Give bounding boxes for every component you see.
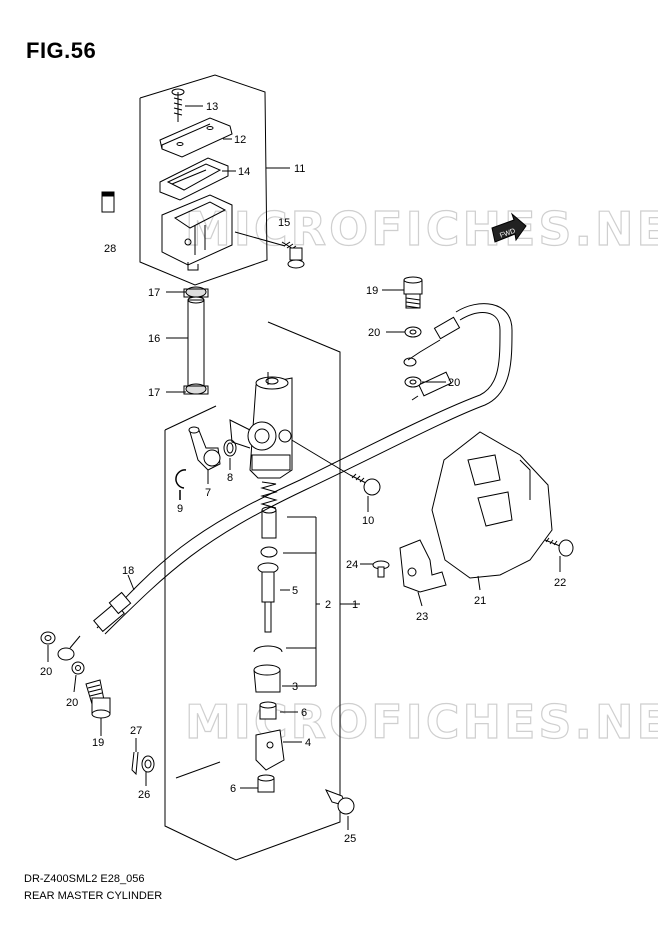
callout-23: 23 [416, 611, 428, 623]
callout-14: 14 [238, 166, 250, 178]
callout-10: 10 [362, 515, 374, 527]
banjo-bolt-icon-19-top [382, 276, 423, 309]
internal-parts [253, 481, 285, 793]
callout-19-top: 19 [366, 285, 378, 297]
callout-9: 9 [177, 503, 183, 515]
bracket-icon-23 [399, 539, 447, 607]
callout-2: 2 [325, 599, 331, 611]
callout-21: 21 [474, 595, 486, 607]
diagram-name: REAR MASTER CYLINDER [24, 890, 163, 902]
callout-6-upper: 6 [301, 707, 307, 719]
figure-title: FIG.56 [26, 38, 97, 63]
callout-17-bottom: 17 [148, 387, 160, 399]
circlip-icon-9 [175, 469, 187, 500]
hose-fitting-7 [188, 426, 221, 484]
bolt-icon-10 [349, 473, 381, 512]
callout-28: 28 [104, 243, 116, 255]
callout-12: 12 [234, 134, 246, 146]
callout-22: 22 [554, 577, 566, 589]
callout-4: 4 [305, 737, 311, 749]
reservoir-hose [166, 286, 209, 395]
callout-7: 7 [205, 487, 211, 499]
callout-6-lower: 6 [230, 783, 236, 795]
callout-15: 15 [278, 217, 290, 229]
callout-20-top: 20 [368, 327, 380, 339]
bolt-icon-22 [544, 537, 574, 572]
callout-19-bottom: 19 [92, 737, 104, 749]
washer-icon-26 [141, 755, 155, 786]
screw-icon-15 [281, 241, 305, 269]
callout-13: 13 [206, 101, 218, 113]
callout-20-lower: 20 [66, 697, 78, 709]
callout-18: 18 [122, 565, 134, 577]
cotter-pin-icon-27 [131, 738, 139, 776]
callout-17-top: 17 [148, 287, 160, 299]
master-cylinder-body [229, 372, 293, 479]
callout-25: 25 [344, 833, 356, 845]
callout-27: 27 [130, 725, 142, 737]
heel-guard-cover-21 [431, 431, 553, 591]
washer-icon-20-bottom [40, 631, 85, 693]
callout-11: 11 [294, 163, 305, 175]
callout-8: 8 [227, 472, 233, 484]
callout-20-left: 20 [40, 666, 52, 678]
brake-hose [57, 303, 513, 661]
washer-icon-20-top [386, 326, 446, 388]
banjo-bolt-icon-19-bottom [85, 679, 111, 736]
reservoir-group [101, 74, 290, 286]
callout-20-mid: 20 [448, 377, 460, 389]
callout-16: 16 [148, 333, 160, 345]
diagram-code: DR-Z400SML2 E28_056 [24, 873, 145, 885]
callout-24: 24 [346, 559, 358, 571]
clevis-pin-icon-25 [324, 789, 355, 830]
watermark-top: MICROFICHES.NET [185, 202, 658, 256]
o-ring-icon-8 [223, 439, 237, 470]
screw-icon-24 [360, 560, 390, 578]
callout-5: 5 [292, 585, 298, 597]
master-cylinder-bracket [164, 321, 360, 861]
callout-3: 3 [292, 681, 298, 693]
callout-26: 26 [138, 789, 150, 801]
callout-1: 1 [352, 599, 358, 611]
